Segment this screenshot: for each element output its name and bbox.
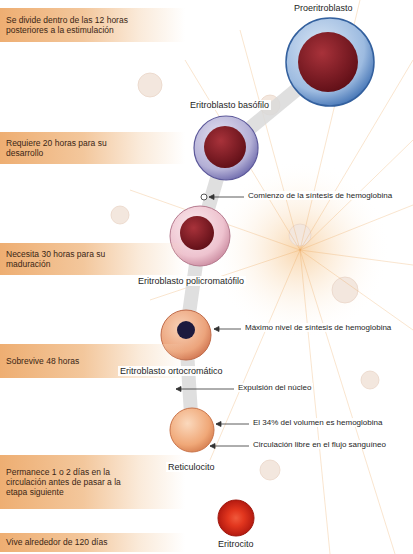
background-cell: [138, 73, 162, 97]
cell: [218, 500, 254, 536]
time-band: Requiere 20 horas para su desarrollo: [0, 132, 185, 164]
cytoplasm: [286, 18, 374, 106]
arrow-head: [216, 422, 221, 427]
annotation: Circulación libre en el flujo sanguíneo: [251, 440, 388, 449]
duration-note: Vive alrededor de 120 días: [6, 537, 107, 547]
time-band: Se divide dentro de las 12 horas posteri…: [0, 8, 185, 42]
cytoplasm: [194, 116, 258, 180]
cell-name: Eritrocito: [216, 539, 256, 549]
cytoplasm: [170, 408, 214, 452]
erythrocyte: [218, 500, 254, 536]
duration-note: Sobrevive 48 horas: [6, 356, 79, 366]
background-cell: [332, 277, 358, 303]
cell-name: Eritroblasto policromatófilo: [136, 276, 246, 286]
basophilic-erythroblast: [194, 116, 258, 180]
arrow-head: [210, 444, 215, 449]
duration-note: Necesita 30 horas para su maduración: [6, 249, 138, 269]
duration-note: Permanece 1 o 2 días en la circulación a…: [6, 467, 138, 498]
reticulocyte: [170, 408, 214, 452]
cell-name: Eritroblasto ortocromático: [118, 366, 225, 376]
time-band: Permanece 1 o 2 días en la circulación a…: [0, 455, 185, 509]
duration-note: Se divide dentro de las 12 horas posteri…: [6, 15, 138, 35]
background-cell: [361, 371, 379, 389]
time-band: Necesita 30 horas para su maduración: [0, 243, 185, 275]
duration-note: Requiere 20 horas para su desarrollo: [6, 138, 138, 158]
annotation: El 34% del volumen es hemoglobina: [251, 418, 384, 427]
background-cell: [260, 460, 280, 480]
leader-line: [210, 446, 249, 447]
marker-dot: [201, 194, 207, 200]
annotation: Máximo nivel de síntesis de hemoglobina: [243, 323, 393, 332]
nucleus: [180, 216, 214, 250]
nucleus: [204, 126, 246, 168]
background-cell: [111, 206, 129, 224]
fibers: [130, 0, 413, 554]
cell-name: Reticulocito: [166, 462, 217, 472]
arrow-head: [176, 387, 181, 392]
arrow-head: [209, 195, 214, 200]
annotation: Comienzo de la síntesis de hemoglobina: [246, 191, 394, 200]
cell-name: Eritroblasto basófilo: [188, 100, 271, 110]
leader-lines: [176, 195, 249, 449]
proerythroblast: [286, 18, 374, 106]
leader-line: [176, 389, 234, 390]
nucleus: [177, 321, 195, 339]
cell-name: Proeritroblasto: [292, 3, 355, 13]
time-band: Vive alrededor de 120 días: [0, 533, 185, 552]
nucleus: [298, 32, 358, 92]
arrow-head: [214, 327, 219, 332]
annotation: Expulsión del núcleo: [236, 383, 313, 392]
